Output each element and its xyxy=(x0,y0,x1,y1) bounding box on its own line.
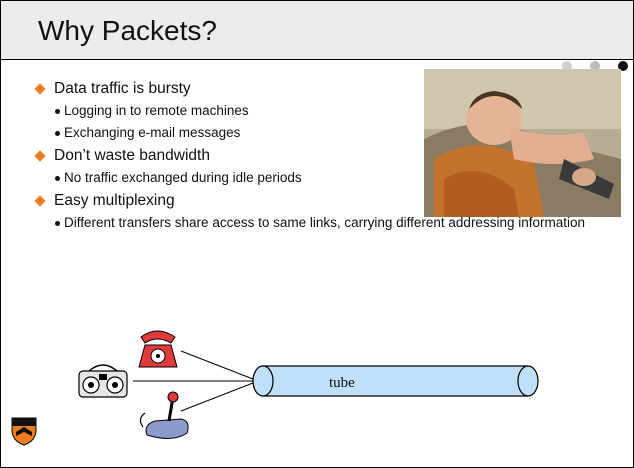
bullet-text: Easy multiplexing xyxy=(54,192,175,209)
sub-bullet-item: Logging in to remote machines xyxy=(55,102,633,120)
sub-bullet-item: Exchanging e-mail messages xyxy=(55,124,633,142)
multiplexing-diagram xyxy=(78,330,539,439)
sub-bullet-item: Different transfers share access to same… xyxy=(55,214,604,232)
sub-bullet-text: Different transfers share access to same… xyxy=(64,215,585,230)
dot-bullet-icon xyxy=(55,109,60,114)
dot-bullet-icon xyxy=(55,221,60,226)
diamond-bullet-icon xyxy=(34,83,46,95)
slide-title: Why Packets? xyxy=(38,15,217,46)
tube-shape xyxy=(252,365,539,397)
princeton-shield-logo xyxy=(11,417,37,446)
bullet-item: Data traffic is bursty xyxy=(34,79,633,98)
sleeping-person-photo xyxy=(424,69,621,217)
bullet-text: Don’t waste bandwidth xyxy=(54,147,210,164)
joystick-icon xyxy=(139,391,189,439)
sub-bullet-text: Exchanging e-mail messages xyxy=(64,125,241,140)
sub-bullet-text: Logging in to remote machines xyxy=(64,103,249,118)
bullet-text: Data traffic is bursty xyxy=(54,80,191,97)
sub-bullet-text: No traffic exchanged during idle periods xyxy=(64,170,302,185)
sub-bullet-item: No traffic exchanged during idle periods xyxy=(55,169,633,187)
bullet-item: Don’t waste bandwidth xyxy=(34,146,633,165)
telephone-icon xyxy=(138,330,178,368)
diamond-bullet-icon xyxy=(34,195,46,207)
title-bar: Why Packets? xyxy=(1,1,633,60)
tube-label: tube xyxy=(329,375,355,391)
title-dots-decoration xyxy=(562,61,628,71)
bullet-list: Data traffic is bursty Logging in to rem… xyxy=(34,79,633,236)
dot-bullet-icon xyxy=(55,131,60,136)
bullet-item: Easy multiplexing xyxy=(34,191,633,210)
diamond-bullet-icon xyxy=(34,150,46,162)
boombox-icon xyxy=(78,364,128,398)
dot-bullet-icon xyxy=(55,176,60,181)
